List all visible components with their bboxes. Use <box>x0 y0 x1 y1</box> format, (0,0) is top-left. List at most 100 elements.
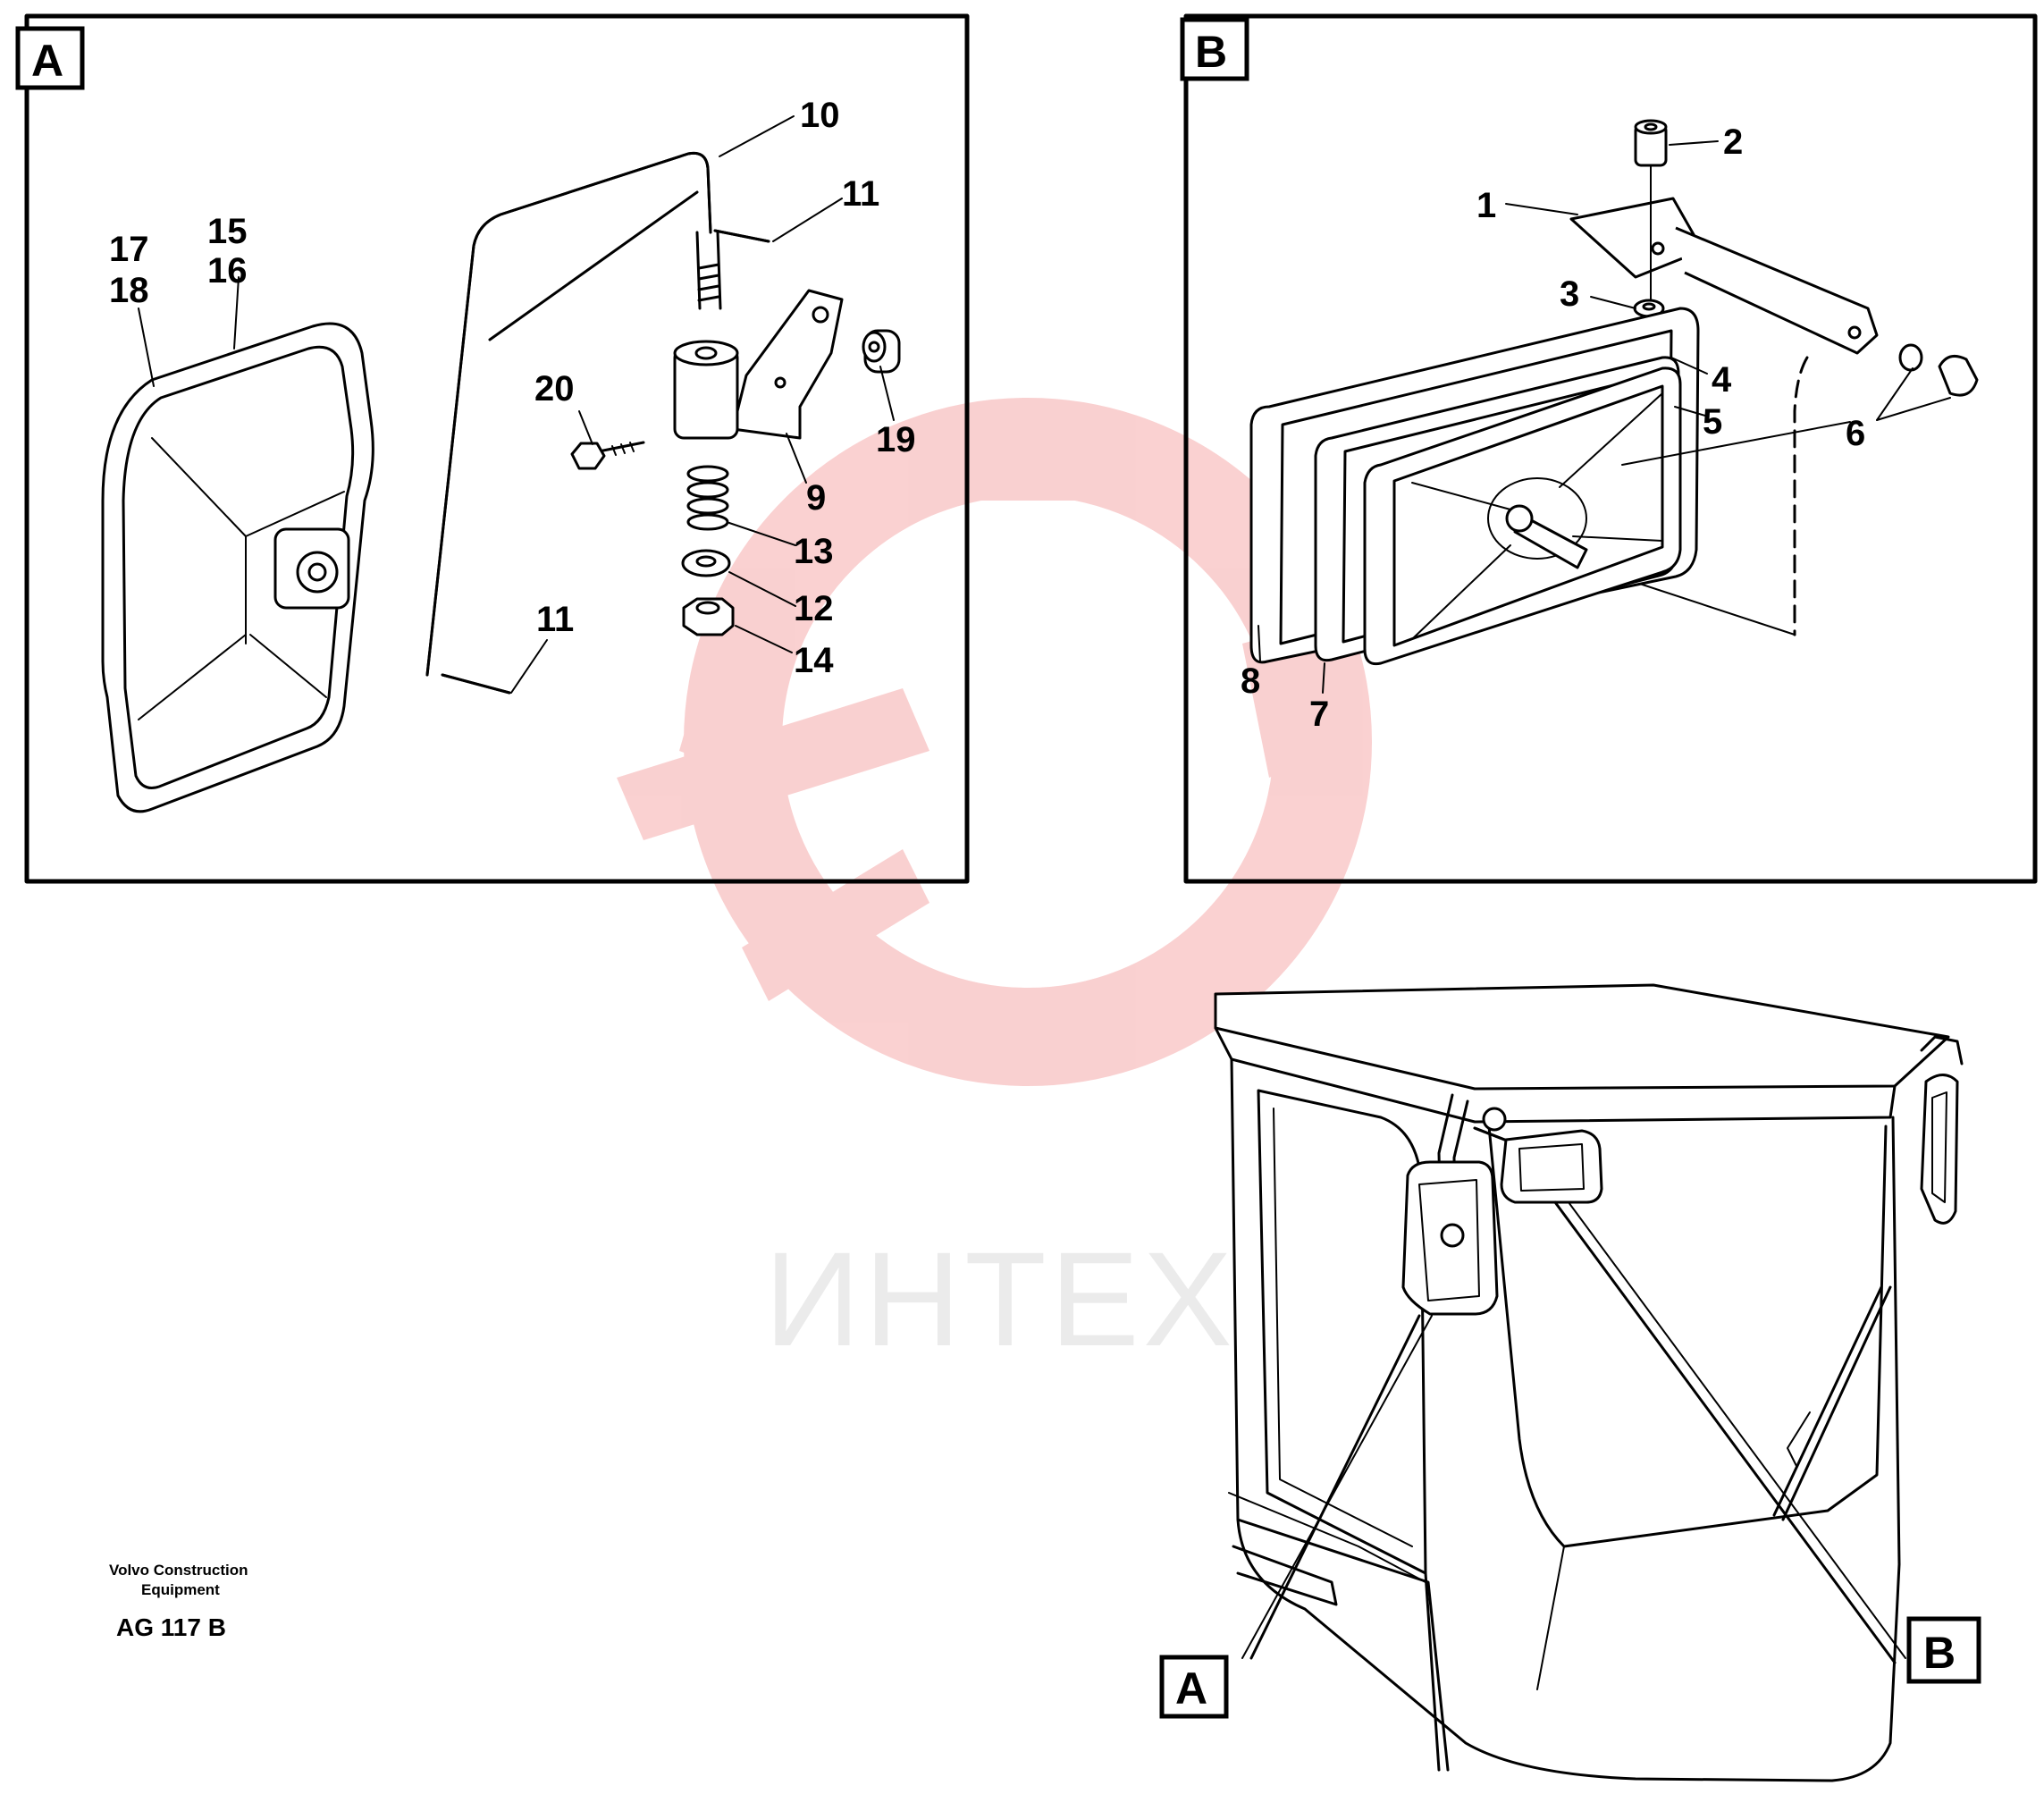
pin-11-top-fill <box>713 229 770 243</box>
leader-11-top <box>772 198 843 242</box>
leader-11-bottom <box>510 639 548 694</box>
mirror-a-glass-line <box>249 634 327 698</box>
mirror-b-glass-inner <box>1392 384 1664 647</box>
sleeve-2-top <box>1634 119 1668 135</box>
footer-code: AG 117 B <box>116 1613 226 1641</box>
pointer-a <box>1249 1314 1421 1660</box>
bracket-9-sleeve-bore <box>694 346 718 360</box>
callout-17: 17 <box>109 230 149 269</box>
leader-6-washer <box>1876 367 1914 421</box>
mirror-a-nut-hole <box>307 562 327 582</box>
leader-2 <box>1669 140 1719 146</box>
cab-overview: A B <box>1159 983 1981 1782</box>
cab-right-mirror-glass <box>1931 1091 1947 1203</box>
mirror-arm-outline <box>425 151 712 677</box>
cab-door <box>1257 1089 1427 1575</box>
bushing-19 <box>862 329 901 374</box>
spring-13-coil <box>686 481 729 499</box>
bracket-1-arm-hole <box>1847 325 1862 340</box>
callout-10: 10 <box>800 96 840 135</box>
callout-16: 16 <box>207 251 248 291</box>
cab-right-mirror <box>1920 1074 1959 1225</box>
panel-b-leaders <box>1258 140 1951 694</box>
cab-mirror-b-glass <box>1518 1143 1585 1192</box>
cab-body-outline <box>1230 1057 1901 1782</box>
callout-18: 18 <box>109 271 149 310</box>
mirror-a-nut <box>296 551 339 594</box>
mirror-arm-shaft <box>695 231 722 310</box>
watermark-wrench <box>617 688 929 840</box>
mirror-a-outer-frame <box>101 322 374 813</box>
cab-handle <box>1232 1545 1338 1606</box>
sleeve-2 <box>1634 119 1668 167</box>
leader-8 <box>1258 625 1261 662</box>
footer: Volvo Construction Equipment AG 117 B <box>109 1562 248 1641</box>
cab-mirror-a-glass <box>1418 1179 1480 1301</box>
callout-7: 7 <box>1309 695 1329 734</box>
panel-a-leaders <box>138 115 895 694</box>
callout-4: 4 <box>1712 360 1732 400</box>
callout-9: 9 <box>806 478 826 518</box>
bracket-9-plate <box>731 289 844 440</box>
mirror-a <box>101 322 374 813</box>
cab-wiper-arm <box>1787 1411 1811 1467</box>
mirror-a-glass-line <box>245 491 345 537</box>
cab-lower-panel <box>1236 1518 1450 1772</box>
leader-12 <box>728 571 796 607</box>
nut-14-hole <box>695 601 720 615</box>
cab-front-line <box>1536 1546 1565 1690</box>
bolt-20 <box>570 441 645 470</box>
bracket-1-arm <box>1675 226 1879 355</box>
callout-5: 5 <box>1703 402 1722 442</box>
cab-tag-b: B <box>1923 1628 1956 1678</box>
spring-13 <box>686 465 729 531</box>
mirror-arm-brace <box>488 190 699 341</box>
cab-mirror-a-mount <box>1440 1223 1465 1248</box>
footer-company-line1: Volvo Construction <box>109 1562 248 1579</box>
callout-14: 14 <box>794 641 834 680</box>
watermark-logo: ИНТЕХ <box>617 398 1372 1374</box>
callout-11-bottom: 11 <box>536 600 574 639</box>
panel-b-frame <box>1183 13 2038 884</box>
bracket-9-hole <box>774 376 786 389</box>
leader-7 <box>1322 662 1325 694</box>
leader-6-glass <box>1621 421 1851 466</box>
leader-10 <box>719 115 795 157</box>
leader-6-cap <box>1876 397 1951 421</box>
pointer-b <box>1553 1200 1897 1664</box>
washer-12-hole <box>695 555 717 568</box>
watermark-gear-tooth <box>1242 626 1341 778</box>
panel-a: A <box>15 13 970 884</box>
washer-12 <box>681 549 731 577</box>
callout-3: 3 <box>1560 274 1579 314</box>
pointer-a-2 <box>1241 1315 1433 1659</box>
mirror-b-center <box>1487 477 1587 560</box>
cab-mirror-b-mount <box>1482 1107 1507 1132</box>
sleeve-2-bore <box>1644 122 1658 131</box>
leader-9 <box>786 433 807 484</box>
leader-20 <box>578 410 593 445</box>
watermark-gear-tooth <box>947 429 1108 501</box>
bushing-19-face <box>862 331 887 363</box>
callout-8: 8 <box>1241 661 1260 701</box>
callout-15: 15 <box>207 212 248 251</box>
bracket-9-hole <box>812 306 829 324</box>
nut-14 <box>682 597 735 636</box>
bracket-9-sleeve-top <box>673 340 739 366</box>
cab-tag-a-box <box>1159 1655 1229 1719</box>
cab-wiper <box>1772 1285 1892 1521</box>
panel-a-letter: A <box>31 36 63 86</box>
panel-a-letter-box <box>15 26 85 90</box>
footer-company-line2: Equipment <box>141 1581 220 1598</box>
spring-13-coil <box>686 497 729 515</box>
leader-14 <box>735 625 793 653</box>
cab-wall-dashed <box>1793 356 1809 636</box>
mirror-a-inner-frame <box>122 345 355 789</box>
spring-13-coil <box>686 513 729 531</box>
cab-door-inner <box>1273 1108 1413 1547</box>
leader-4 <box>1670 357 1708 375</box>
pin-11-bottom-fill <box>441 673 511 695</box>
callout-19: 19 <box>876 420 916 459</box>
bracket-1-hole <box>1651 241 1665 256</box>
cab-right-mirror-arm <box>1920 1035 1964 1066</box>
